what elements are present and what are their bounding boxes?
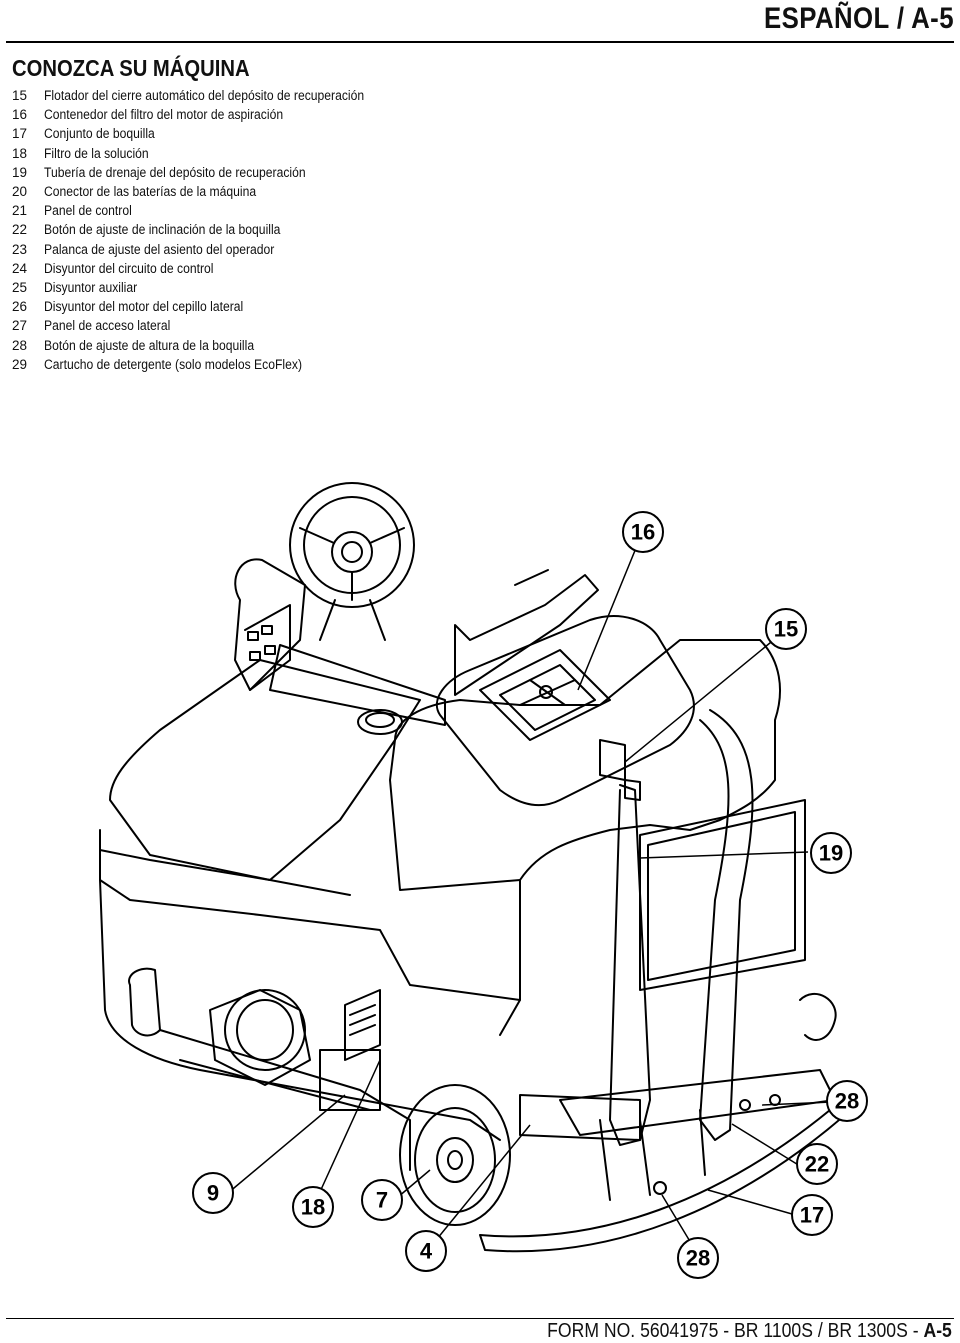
legend-text: Tubería de drenaje del depósito de recup…: [44, 164, 306, 180]
side-brush-motor: [128, 967, 411, 1171]
legend-text: Conjunto de boquilla: [44, 126, 155, 142]
callout-17: 17: [791, 1194, 833, 1236]
callout-28-lower-label: 28: [686, 1246, 710, 1271]
callout-7-label: 7: [376, 1188, 388, 1213]
legend-text: Flotador del cierre automático del depós…: [44, 88, 365, 104]
callout-4: 4: [405, 1230, 447, 1272]
control-panel: [234, 558, 306, 691]
legend-number: 22: [12, 222, 28, 238]
legend-text: Botón de ajuste de inclinación de la boq…: [44, 222, 281, 238]
callout-17-label: 17: [800, 1203, 824, 1228]
fill-cap: [357, 709, 403, 735]
legend-text: Cartucho de detergente (solo modelos Eco…: [44, 356, 302, 372]
callout-16: 16: [622, 511, 664, 553]
legend-number: 27: [12, 318, 28, 334]
callout-18-label: 18: [301, 1195, 325, 1220]
legend-text: Conector de las baterías de la máquina: [44, 184, 257, 200]
legend-text: Panel de control: [44, 203, 132, 219]
recovery-tank-lid: [435, 615, 695, 807]
legend-item: 29 Cartucho de detergente (solo modelos E…: [12, 355, 400, 374]
callout-15-label: 15: [774, 617, 798, 642]
legend-item: 28 Botón de ajuste de altura de la boquil…: [12, 335, 400, 354]
footer-page-number: A-5: [923, 1320, 952, 1342]
callout-22: 22: [796, 1143, 838, 1185]
legend-number: 18: [12, 145, 28, 161]
header-rule: [6, 41, 954, 43]
legend-text: Disyuntor del circuito de control: [44, 260, 214, 276]
legend-number: 15: [12, 88, 28, 104]
callout-22-label: 22: [805, 1152, 829, 1177]
legend-item: 25 Disyuntor auxiliar: [12, 278, 400, 297]
legend-number: 23: [12, 241, 28, 257]
machine-body: [99, 639, 806, 1036]
legend-number: 26: [12, 299, 28, 315]
legend-item: 15 Flotador del cierre automático del dep…: [12, 86, 400, 105]
parts-legend: 15 Flotador del cierre automático del dep…: [12, 86, 400, 374]
legend-number: 16: [12, 107, 28, 123]
legend-number: 29: [12, 356, 28, 372]
callout-28-upper: 28: [826, 1080, 868, 1122]
footer-rule: [6, 1318, 954, 1319]
legend-item: 17 Conjunto de boquilla: [12, 124, 400, 143]
legend-number: 19: [12, 164, 28, 180]
legend-item: 24 Disyuntor del circuito de control: [12, 259, 400, 278]
page-footer: FORM NO. 56041975 - BR 1100S / BR 1300S …: [547, 1320, 952, 1343]
legend-text: Botón de ajuste de altura de la boquilla: [44, 337, 255, 353]
legend-item: 26 Disyuntor del motor del cepillo latera…: [12, 297, 400, 316]
legend-text: Disyuntor del motor del cepillo lateral: [44, 299, 244, 315]
callout-19-label: 19: [819, 841, 843, 866]
callout-9-label: 9: [207, 1181, 219, 1206]
legend-number: 25: [12, 279, 28, 295]
callout-28-upper-label: 28: [835, 1089, 859, 1114]
legend-number: 21: [12, 203, 28, 219]
operator-seat: [454, 574, 599, 696]
callout-9: 9: [192, 1172, 234, 1214]
legend-item: 16 Contenedor del filtro del motor de asp…: [12, 105, 400, 124]
callout-7: 7: [361, 1179, 403, 1221]
legend-item: 27 Panel de acceso lateral: [12, 316, 400, 335]
legend-item: 23 Palanca de ajuste del asiento del oper…: [12, 240, 400, 259]
callout-19: 19: [810, 832, 852, 874]
legend-number: 17: [12, 126, 28, 142]
legend-text: Disyuntor auxiliar: [44, 279, 138, 295]
front-wheel: [399, 1084, 511, 1226]
legend-number: 24: [12, 260, 28, 276]
squeegee-assembly: [479, 993, 846, 1253]
callout-28-lower: 28: [677, 1237, 719, 1279]
legend-item: 22 Botón de ajuste de inclinación de la b…: [12, 220, 400, 239]
legend-number: 20: [12, 184, 28, 200]
legend-text: Filtro de la solución: [44, 145, 149, 161]
legend-item: 18 Filtro de la solución: [12, 144, 400, 163]
callout-15: 15: [765, 608, 807, 650]
legend-item: 20 Conector de las baterías de la máquina: [12, 182, 400, 201]
legend-item: 21 Panel de control: [12, 201, 400, 220]
callout-16-label: 16: [631, 520, 655, 545]
legend-text: Panel de acceso lateral: [44, 318, 171, 334]
page-header-title: ESPAÑOL / A-5: [763, 2, 954, 35]
callout-18: 18: [292, 1186, 334, 1228]
legend-number: 28: [12, 337, 28, 353]
callout-4-label: 4: [420, 1239, 433, 1264]
footer-form-number: FORM NO. 56041975 - BR 1100S / BR 1300S …: [547, 1320, 924, 1342]
legend-text: Contenedor del filtro del motor de aspir…: [44, 107, 284, 123]
legend-text: Palanca de ajuste del asiento del operad…: [44, 241, 275, 257]
machine-diagram: 16 15 19 28 22 17 28 4 7 18 9: [99, 482, 868, 1279]
legend-item: 19 Tubería de drenaje del depósito de rec…: [12, 163, 400, 182]
section-title: CONOZCA SU MÁQUINA: [12, 55, 250, 81]
steering-wheel: [289, 482, 415, 641]
